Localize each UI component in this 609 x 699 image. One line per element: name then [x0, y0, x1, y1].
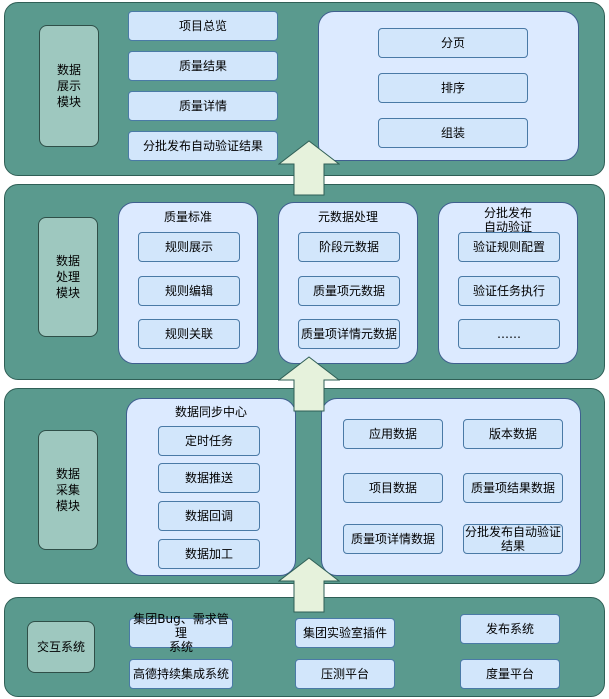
item-rule-association[interactable]: 规则关联 [138, 319, 240, 349]
display-module-layer: 数据 展示 模块 项目总览 质量结果 质量详情 分批发布自动验证结果 分页 排序… [4, 2, 605, 176]
item-quality-result[interactable]: 质量结果 [128, 51, 278, 81]
item-bug-demand-system[interactable]: 集团Bug、需求管理 系统 [129, 612, 233, 654]
interaction-module-label: 交互系统 [27, 621, 95, 673]
item-verify-rule-config[interactable]: 验证规则配置 [458, 232, 560, 262]
up-arrow-icon [278, 356, 340, 412]
item-data-push[interactable]: 数据推送 [158, 463, 260, 493]
item-metrics-platform[interactable]: 度量平台 [460, 659, 560, 689]
item-ci-system[interactable]: 高德持续集成系统 [129, 659, 233, 689]
collection-module-layer: 数据 采集 模块 数据同步中心 定时任务 数据推送 数据回调 数据加工 应用数据… [4, 388, 605, 584]
interaction-module-layer: 交互系统 集团Bug、需求管理 系统 集团实验室插件 发布系统 高德持续集成系统… [4, 597, 605, 697]
item-quality-detail[interactable]: 质量详情 [128, 91, 278, 121]
item-quality-metadata[interactable]: 质量项元数据 [298, 276, 400, 306]
item-assembly[interactable]: 组装 [378, 118, 528, 148]
item-quality-result-data[interactable]: 质量项结果数据 [463, 473, 563, 503]
item-scheduled-task[interactable]: 定时任务 [158, 426, 260, 456]
item-pagination[interactable]: 分页 [378, 28, 528, 58]
item-data-processing[interactable]: 数据加工 [158, 539, 260, 569]
item-rule-edit[interactable]: 规则编辑 [138, 276, 240, 306]
batch-release-panel: 分批发布 自动验证 验证规则配置 验证任务执行 …… [438, 202, 578, 364]
item-stress-test-platform[interactable]: 压测平台 [295, 659, 395, 689]
sync-center-title: 数据同步中心 [174, 405, 247, 419]
item-ellipsis[interactable]: …… [458, 319, 560, 349]
item-release-system[interactable]: 发布系统 [460, 614, 560, 644]
item-project-data[interactable]: 项目数据 [343, 473, 443, 503]
display-ops-panel: 分页 排序 组装 [318, 11, 579, 161]
up-arrow-icon [278, 140, 340, 196]
item-quality-detail-metadata[interactable]: 质量项详情元数据 [298, 319, 400, 349]
item-verify-task-exec[interactable]: 验证任务执行 [458, 276, 560, 306]
data-items-panel: 应用数据 版本数据 项目数据 质量项结果数据 质量项详情数据 分批发布自动验证 … [321, 398, 581, 576]
item-version-data[interactable]: 版本数据 [463, 419, 563, 449]
display-module-label: 数据 展示 模块 [39, 25, 99, 147]
item-batch-release-result[interactable]: 分批发布自动验证结果 [128, 131, 278, 161]
metadata-panel: 元数据处理 阶段元数据 质量项元数据 质量项详情元数据 [278, 202, 418, 364]
up-arrow-icon [278, 557, 340, 613]
quality-standard-title: 质量标准 [163, 210, 212, 224]
sync-center-panel: 数据同步中心 定时任务 数据推送 数据回调 数据加工 [126, 398, 296, 576]
item-project-overview[interactable]: 项目总览 [128, 11, 278, 41]
item-app-data[interactable]: 应用数据 [343, 419, 443, 449]
processing-module-label: 数据 处理 模块 [38, 217, 98, 337]
collection-module-label: 数据 采集 模块 [38, 430, 98, 550]
item-batch-release-result-data[interactable]: 分批发布自动验证 结果 [463, 524, 563, 554]
item-quality-detail-data[interactable]: 质量项详情数据 [343, 524, 443, 554]
item-stage-metadata[interactable]: 阶段元数据 [298, 232, 400, 262]
item-lab-plugin[interactable]: 集团实验室插件 [295, 618, 395, 648]
quality-standard-panel: 质量标准 规则展示 规则编辑 规则关联 [118, 202, 258, 364]
processing-module-layer: 数据 处理 模块 质量标准 规则展示 规则编辑 规则关联 元数据处理 阶段元数据… [4, 184, 605, 380]
metadata-title: 元数据处理 [317, 210, 378, 224]
item-rule-display[interactable]: 规则展示 [138, 232, 240, 262]
item-data-callback[interactable]: 数据回调 [158, 501, 260, 531]
item-sorting[interactable]: 排序 [378, 73, 528, 103]
batch-release-title: 分批发布 自动验证 [483, 206, 532, 234]
